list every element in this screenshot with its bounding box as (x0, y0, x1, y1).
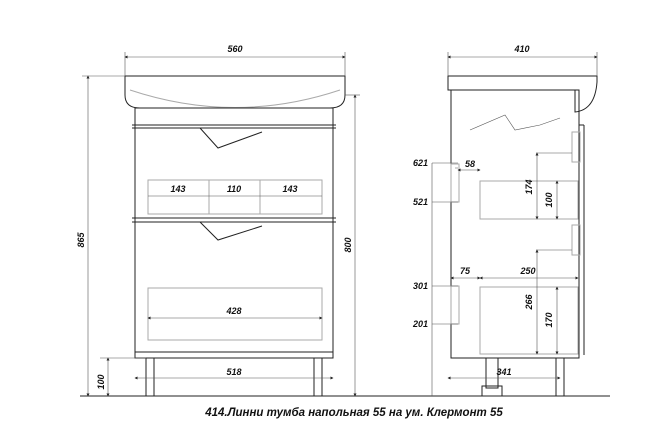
caption: 414.Линни тумба напольная 55 на ум. Клер… (204, 407, 503, 419)
dim-143-left: 143 (170, 184, 185, 194)
dim-201: 201 (412, 319, 428, 329)
dim-75: 75 (460, 266, 471, 276)
upper-drawer-box-side (479, 180, 579, 220)
basin-side (447, 75, 598, 113)
leg-side-front (485, 357, 499, 389)
cabinet-body-side (450, 89, 580, 359)
leg-right (313, 357, 323, 397)
dim-174: 174 (524, 179, 534, 194)
leg-left (145, 357, 155, 397)
dim-width-560: 560 (227, 44, 242, 54)
leg-side-back (555, 357, 565, 397)
dim-110: 110 (227, 184, 241, 194)
dim-depth-410: 410 (513, 44, 529, 54)
dim-58: 58 (465, 159, 475, 169)
lower-drawer-handle (199, 221, 263, 241)
dim-518: 518 (226, 367, 241, 377)
dim-341: 341 (496, 367, 511, 377)
dim-621: 621 (413, 158, 428, 168)
dim-leg-100: 100 (96, 374, 106, 389)
dim-266: 266 (524, 294, 534, 311)
dim-521: 521 (413, 197, 428, 207)
dim-301: 301 (413, 281, 428, 291)
dim-height-865: 865 (76, 232, 86, 248)
dim-height-800: 800 (343, 237, 353, 252)
upper-drawer-box (147, 179, 323, 215)
front-view: 560 865 800 100 518 143 110 143 428 (76, 44, 360, 397)
cabinet-body-front (134, 107, 334, 359)
dim-428: 428 (225, 306, 241, 316)
side-view: 410 341 621 521 301 201 58 174 100 75 25… (412, 44, 598, 397)
lower-drawer-box-side (479, 286, 579, 355)
dim-170: 170 (544, 312, 554, 327)
lower-drawer-box (147, 287, 323, 341)
dim-143-right: 143 (282, 184, 297, 194)
upper-drawer-handle (199, 127, 263, 149)
basin-front (124, 75, 346, 109)
dim-250: 250 (519, 266, 535, 276)
dim-100: 100 (544, 192, 554, 207)
